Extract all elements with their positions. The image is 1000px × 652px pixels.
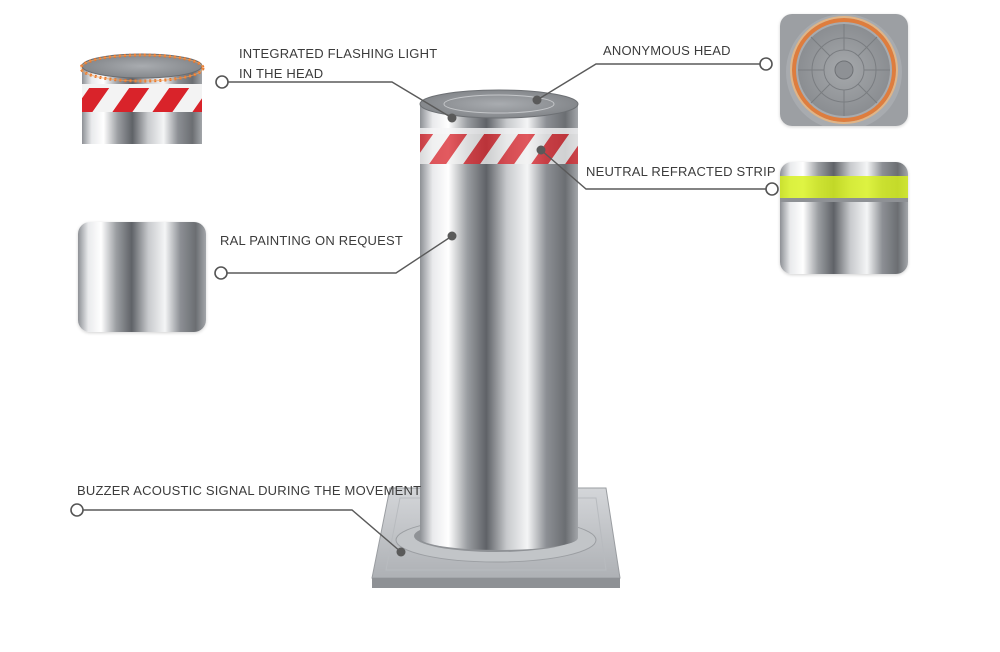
refracted-strip-thumbnail [780, 162, 908, 274]
flashing-light-label-line1: INTEGRATED FLASHING LIGHT [239, 46, 438, 61]
flashing-light-label-line2: IN THE HEAD [239, 66, 324, 81]
flashing-light-thumbnail [80, 44, 206, 144]
bollard-reflective-band [420, 128, 578, 164]
callout-markers [70, 57, 779, 557]
bollard-cylinder [420, 122, 578, 550]
ral-painting-thumbnail [78, 222, 206, 332]
buzzer-label: BUZZER ACOUSTIC SIGNAL DURING THE MOVEME… [77, 483, 422, 498]
bollard-head [419, 89, 579, 128]
flashing-light-label: INTEGRATED FLASHING LIGHT IN THE HEAD [239, 44, 437, 84]
anonymous-head-label: ANONYMOUS HEAD [603, 43, 731, 58]
ral-painting-label: RAL PAINTING ON REQUEST [220, 233, 404, 248]
callout-lines [77, 63, 772, 553]
anonymous-head-thumbnail [780, 14, 908, 126]
refracted-strip-label: NEUTRAL REFRACTED STRIP [586, 164, 776, 179]
